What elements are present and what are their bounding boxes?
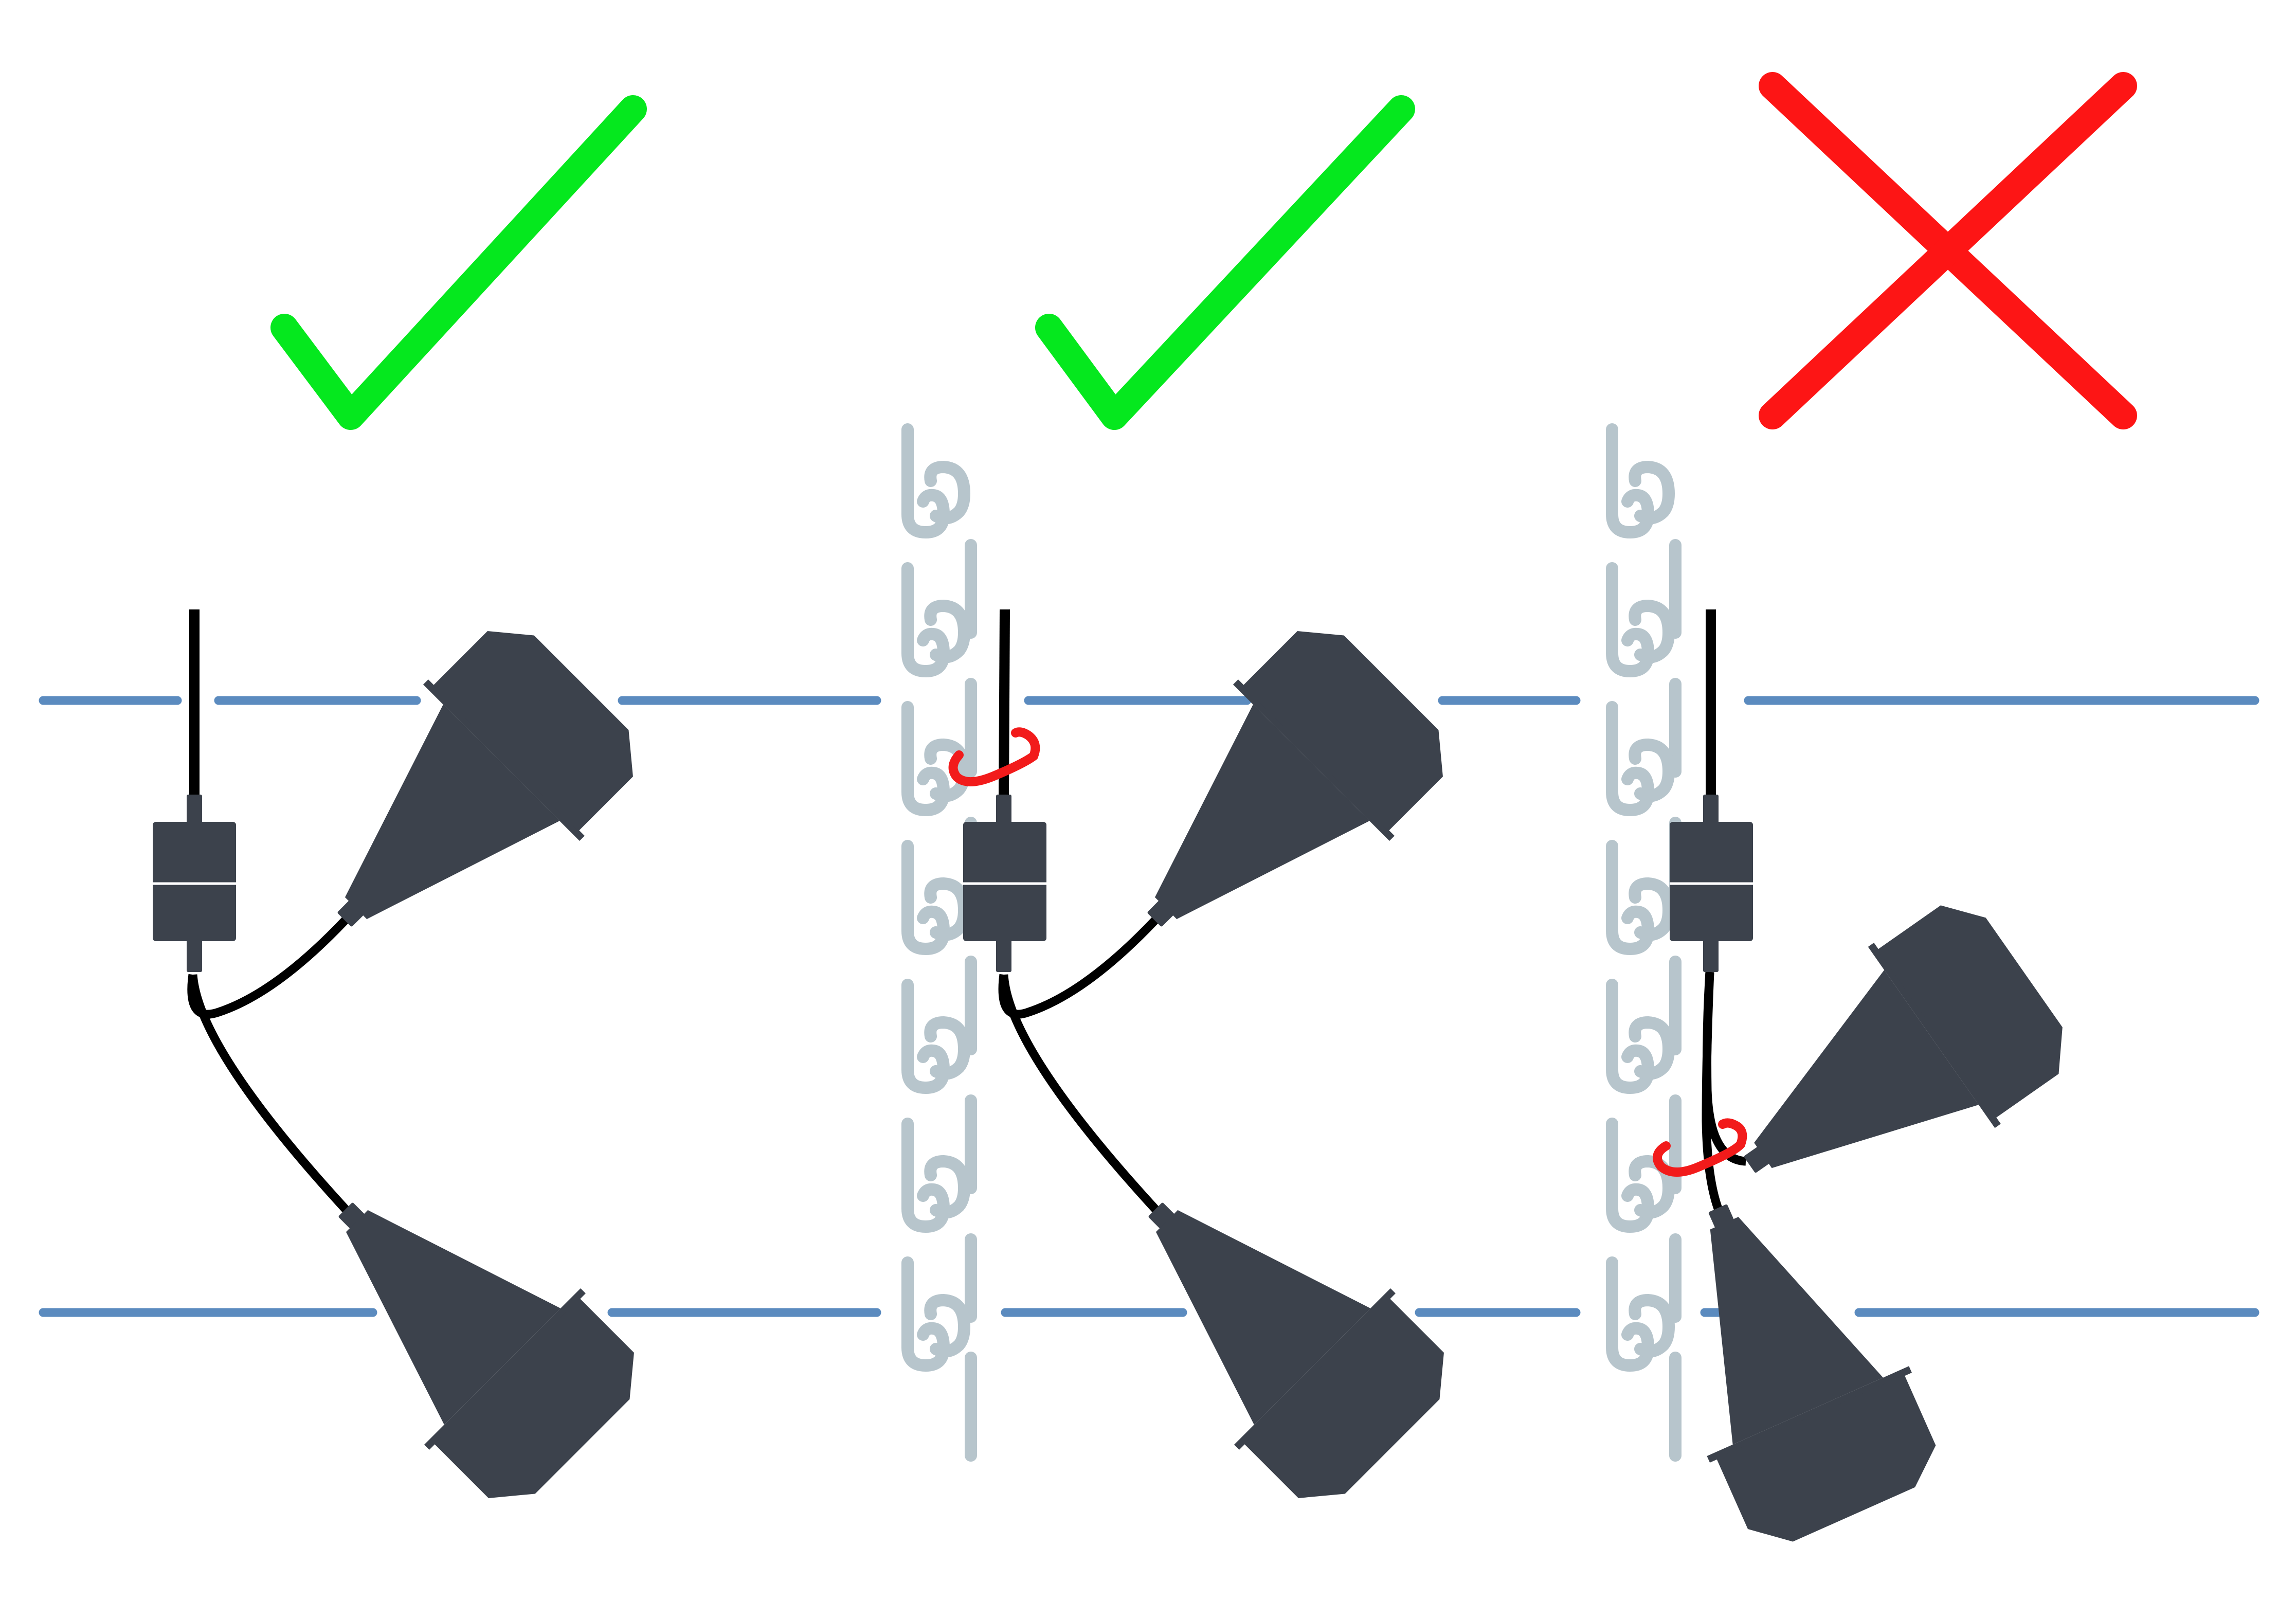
chain — [908, 429, 977, 1462]
cross-icon — [1759, 72, 2137, 429]
cable-tie — [948, 727, 1040, 786]
cable-junction — [153, 795, 236, 972]
chain-link — [1612, 846, 1669, 949]
supply-cable — [999, 609, 1010, 795]
chain-link — [908, 846, 964, 949]
float-cable — [188, 974, 353, 1217]
chain — [1612, 429, 1682, 1462]
liquid-level-lines — [39, 696, 2259, 1317]
chain-link — [908, 568, 964, 671]
verdict-icons — [270, 72, 2137, 430]
panel-tied-below — [1653, 609, 2063, 1542]
float-switch — [1744, 905, 2063, 1173]
float-cable — [187, 912, 353, 1019]
float-cable — [998, 912, 1163, 1019]
chain-link — [1612, 568, 1669, 671]
cable-junction — [1670, 795, 1753, 972]
cable-tie — [1653, 1118, 1747, 1177]
chain-link — [1612, 1124, 1669, 1227]
float-switch — [1148, 1202, 1444, 1498]
chain-link — [1612, 985, 1669, 1088]
chain-link — [1612, 1263, 1669, 1365]
chain-link — [908, 985, 964, 1088]
float-switch — [1147, 631, 1443, 927]
float-switch — [1707, 1204, 1936, 1542]
cable-junction — [963, 795, 1046, 972]
chain-link — [1612, 707, 1669, 810]
panel-tied-above — [948, 609, 1444, 1498]
float-switch — [337, 631, 633, 927]
chain-link — [1612, 429, 1669, 532]
float-switch — [338, 1202, 634, 1498]
panel-free-hanging — [153, 609, 634, 1498]
checkmark-icon — [270, 95, 647, 430]
checkmark-icon — [1035, 95, 1415, 430]
float-cable — [1702, 972, 1724, 1216]
chain-link — [908, 429, 964, 532]
chain-link — [908, 1124, 964, 1227]
chain-link — [908, 1263, 964, 1365]
float-cable — [999, 974, 1163, 1217]
